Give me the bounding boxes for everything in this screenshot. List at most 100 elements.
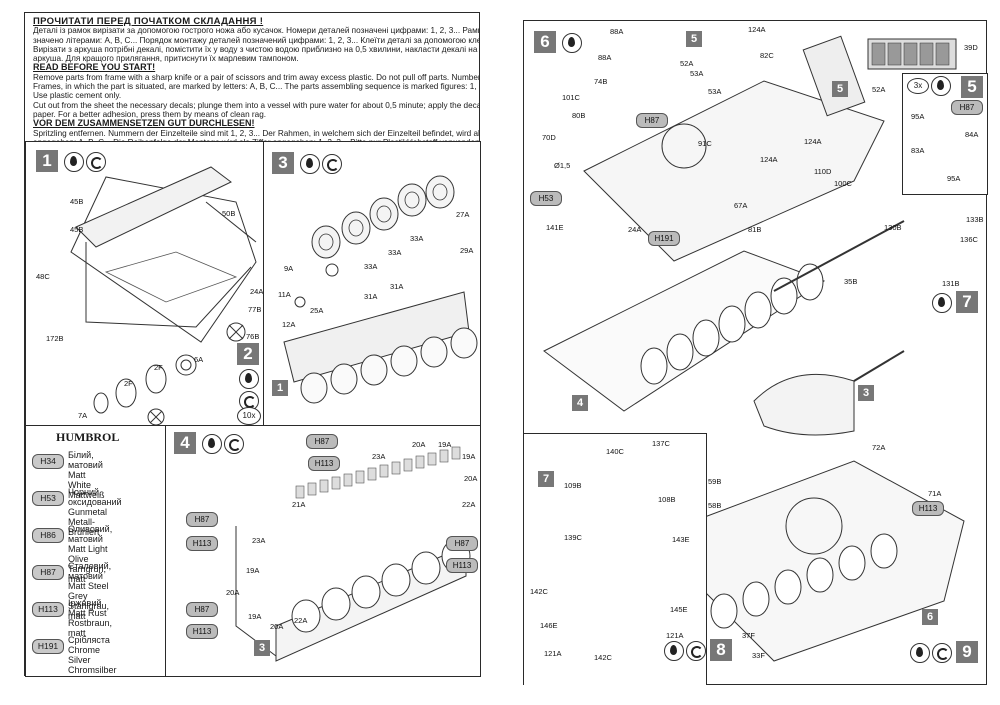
part-label: 19A — [462, 452, 476, 461]
part-label: 29A — [460, 246, 474, 255]
part-label: 142C — [594, 653, 612, 662]
part-label: 31A — [390, 282, 404, 291]
part-label: 53A — [708, 87, 722, 96]
part-label: 133B — [966, 215, 984, 224]
part-label: 45B — [70, 225, 84, 234]
part-label: 110D — [814, 167, 832, 176]
part-label: 136C — [960, 235, 978, 244]
glue-drop-icon — [562, 33, 582, 53]
part-label: 33A — [388, 248, 402, 257]
step-9-number: 9 — [956, 641, 978, 663]
step-4-panel: 4 H87 H113 H87 H113 H87 H113 H87 H113 23… — [165, 425, 481, 677]
part-label: 58B — [708, 501, 722, 510]
header-line: paper. For a better adhesion, press them… — [33, 109, 267, 119]
paint-name: Чорний, оксидований — [68, 487, 122, 507]
part-label: 53A — [690, 69, 704, 78]
part-label: 76B — [246, 332, 260, 341]
part-label: 12A — [282, 320, 296, 329]
part-label: 2F — [154, 363, 163, 372]
paint-name: Mattweiß — [68, 490, 105, 500]
paint-name: Gunmetal — [68, 507, 108, 517]
part-label: 21A — [292, 500, 306, 509]
subassembly-7-box: 7 — [538, 471, 554, 487]
instructions-header: ПРОЧИТАТИ ПЕРЕД ПОЧАТКОМ СКЛАДАННЯ !Дета… — [25, 13, 479, 165]
glue-drop-icon — [300, 154, 320, 174]
header-line: ПРОЧИТАТИ ПЕРЕД ПОЧАТКОМ СКЛАДАННЯ ! — [33, 17, 264, 27]
header-line: Remove parts from frame with a sharp kni… — [33, 72, 479, 82]
header-line: аркуша. Для кращого прилягання, притисну… — [33, 54, 299, 64]
part-label: 22A — [462, 500, 476, 509]
subassembly-4-box: 4 — [572, 395, 588, 411]
knife-icon — [224, 434, 244, 454]
step-1-panel: 1 45B 45B 50B 48C 24A 77B 76B 172B — [25, 141, 265, 353]
part-label: 19A — [246, 566, 260, 575]
part-label: 172B — [46, 334, 64, 343]
knife-icon — [932, 643, 952, 663]
part-label: 72A — [872, 443, 886, 452]
paint-name: Chromsilber — [68, 665, 117, 675]
part-label: 6A — [194, 355, 204, 364]
paint-name: Chrome Silver — [68, 645, 101, 665]
header-line: Frames, in which the part is situated, a… — [33, 82, 479, 92]
header-line: Деталі із рамок вирізати за допомогою го… — [33, 26, 479, 36]
part-label: 50B — [222, 209, 236, 218]
part-label: 82C — [760, 51, 774, 60]
subassembly-6-box: 6 — [922, 609, 938, 625]
part-label: 108B — [658, 495, 676, 504]
paint-badge: H113 — [186, 624, 218, 639]
paint-code-badge: H34 — [32, 454, 64, 469]
glue-drop-icon — [64, 152, 84, 172]
part-label: 33A — [364, 262, 378, 271]
paint-badge: H113 — [446, 558, 478, 573]
part-label: 124A — [748, 25, 766, 34]
header-line: Cut out from the sheet the necessary dec… — [33, 100, 479, 110]
part-label: 23A — [372, 452, 386, 461]
part-label: 88A — [598, 53, 612, 62]
part-label: 91C — [698, 139, 712, 148]
paint-badge: H87 — [306, 434, 338, 449]
part-label: 145E — [670, 605, 688, 614]
paint-code-badge: H113 — [32, 602, 64, 617]
step-5-inset: 3x 5 H87 95A 84A 83A 95A — [902, 73, 988, 195]
part-label: 141E — [546, 223, 564, 232]
paint-name: Stahlgrau, matt — [68, 601, 110, 621]
paint-badge: H113 — [186, 536, 218, 551]
part-label: 95A — [911, 112, 925, 121]
part-label: 23A — [252, 536, 266, 545]
hull-bottom-drawing — [70, 166, 257, 343]
paint-code-badge: H191 — [32, 639, 64, 654]
part-label: 52A — [872, 85, 886, 94]
part-label: 74B — [594, 77, 608, 86]
left-instruction-sheet: ПРОЧИТАТИ ПЕРЕД ПОЧАТКОМ СКЛАДАННЯ !Дета… — [24, 12, 481, 677]
part-label: 27A — [456, 210, 470, 219]
part-label: 39D — [964, 43, 978, 52]
quantity-badge: 10x — [237, 407, 261, 425]
part-label: Ø1,5 — [554, 161, 571, 170]
part-label: 131B — [942, 279, 960, 288]
part-label: 77B — [248, 305, 262, 314]
part-label: 48C — [36, 272, 50, 281]
header-line: READ BEFORE YOU START! — [33, 63, 156, 73]
knife-icon — [686, 641, 706, 661]
paint-badge: H113 — [912, 501, 944, 516]
subassembly-5-box: 5 — [686, 31, 702, 47]
suspension-wheels-drawing — [283, 175, 478, 404]
part-label: 19A — [438, 440, 452, 449]
part-label: 33A — [410, 234, 424, 243]
part-label: 45B — [70, 197, 84, 206]
part-label: 100C — [834, 179, 852, 188]
paint-badge: H87 — [186, 602, 218, 617]
paint-code-badge: H86 — [32, 528, 64, 543]
part-label: 121A — [544, 649, 562, 658]
glue-drop-icon — [932, 293, 952, 313]
part-label: 124A — [760, 155, 778, 164]
legend-title: HUMBROL — [56, 430, 120, 444]
part-label: 9A — [284, 264, 294, 273]
paint-name: Matt White — [68, 470, 92, 490]
part-label: 20A — [226, 588, 240, 597]
step-number: 1 — [36, 150, 58, 172]
step-number: 4 — [174, 432, 196, 454]
part-label: 130B — [884, 223, 902, 232]
part-label: 20A — [464, 474, 478, 483]
